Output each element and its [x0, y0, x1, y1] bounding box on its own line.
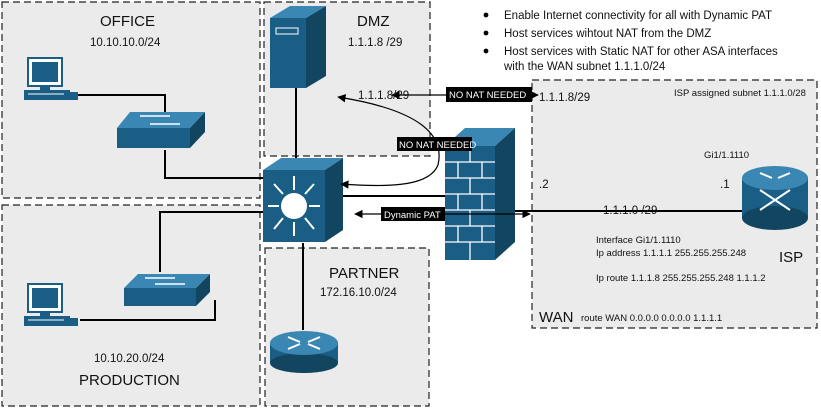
partner-router-icon [270, 331, 338, 373]
partner-zone [264, 247, 430, 407]
no-nat-mid-tag: NO NAT NEEDED [399, 140, 476, 151]
production-switch-icon [124, 274, 210, 306]
office-subnet: 10.10.10.0/24 [90, 37, 161, 49]
isp-conf-2: Ip address 1.1.1.1 255.255.255.248 [596, 248, 746, 259]
no-nat-top-tag: NO NAT NEEDED [449, 90, 526, 101]
gi-label: Gi1/1.1110 [704, 150, 749, 161]
dynamic-pat-tag: Dynamic PAT [384, 210, 441, 221]
bullet-2: Host services wihtout NAT from the DMZ [504, 28, 711, 40]
isp-conf-1: Interface Gi1/1.1110 [596, 235, 681, 246]
bullet-1: Enable Internet connectivity for all wit… [504, 10, 772, 22]
isp-name: ISP [779, 249, 803, 266]
no-nat-curve-arrow [337, 94, 440, 189]
prod-pc-to-switch [80, 300, 216, 321]
office-title: OFFICE [100, 13, 155, 30]
asa-end-label: .2 [539, 179, 549, 191]
wan-title: WAN [539, 309, 573, 326]
production-title: PRODUCTION [79, 372, 180, 389]
links [78, 88, 742, 330]
partner-subnet: 172.16.10.0/24 [320, 287, 397, 299]
isp-router-icon [742, 166, 808, 230]
bullet-3-cont: with the WAN subnet 1.1.1.0/24 [503, 61, 666, 73]
dynamic-pat-tag-bg [381, 207, 445, 221]
office-switch-icon [117, 112, 205, 148]
dmz-subnet: 1.1.1.8 /29 [348, 37, 402, 49]
dmz-server-icon [270, 6, 326, 88]
bullet-3: Host services with Static NAT for other … [504, 46, 778, 58]
no-nat-mid-tag-bg [397, 137, 472, 151]
isp-subnet: ISP assigned subnet 1.1.1.0/28 [674, 88, 806, 99]
office-switch-to-core [164, 150, 263, 179]
dmz-right-ip: 1.1.1.8/29 [539, 92, 590, 104]
prod-switch-to-core [159, 211, 263, 272]
isp-end-label: .1 [720, 179, 730, 191]
production-subnet: 10.10.20.0/24 [94, 353, 165, 365]
production-pc-icon [24, 283, 78, 326]
partner-title: PARTNER [329, 265, 399, 282]
dmz-left-ip: 1.1.1.8/29 [358, 90, 409, 102]
link-subnet-label: 1.1.1.0 /29 [603, 205, 657, 217]
dmz-title: DMZ [357, 13, 390, 30]
isp-conf-3: Ip route 1.1.1.8 255.255.255.248 1.1.1.2 [596, 273, 766, 284]
core-switch-icon [263, 158, 343, 242]
wan-route: route WAN 0.0.0.0 0.0.0.0 1.1.1.1 [581, 313, 722, 324]
office-pc-icon [24, 57, 78, 100]
bullet-notes: Enable Internet connectivity for all wit… [483, 10, 778, 73]
no-nat-top-tag-bg [446, 87, 532, 102]
